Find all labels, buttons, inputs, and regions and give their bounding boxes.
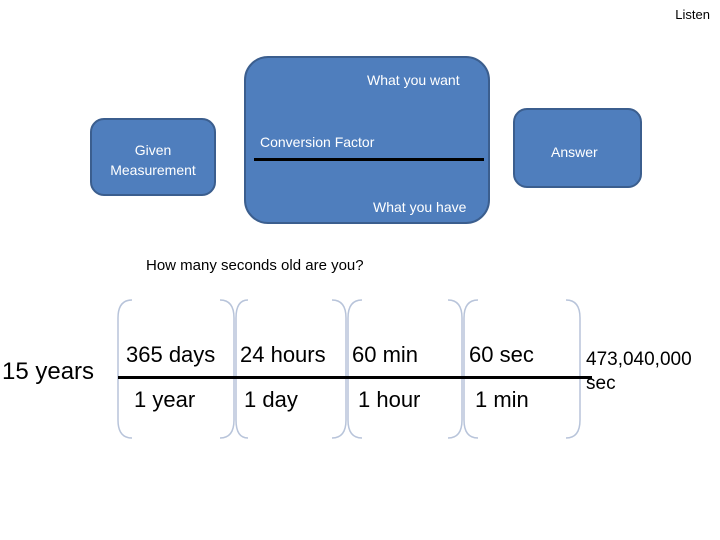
conversion-factor-box: What you want Conversion Factor What you… [244,56,490,224]
bracket-right-1 [219,299,235,439]
bracket-right-3 [447,299,463,439]
calculation-fraction-bar [118,376,592,379]
given-measurement-box: Given Measurement [90,118,216,196]
bracket-right-2 [331,299,347,439]
answer-box: Answer [513,108,642,188]
what-you-have-label: What you have [373,199,467,215]
question-text: How many seconds old are you? [146,257,364,274]
bracket-left-1 [117,299,133,439]
bracket-left-2 [235,299,249,439]
factor-3-denominator: 1 hour [358,387,421,412]
what-you-want-label: What you want [367,72,460,88]
factor-1-numerator: 365 days [126,342,216,367]
bracket-left-3 [347,299,363,439]
listen-button[interactable]: Listen [675,7,710,22]
factor-2-denominator: 1 day [244,387,298,412]
given-value: 15 years [2,358,95,385]
factor-4-numerator: 60 sec [469,342,534,367]
answer-value: 473,040,000 sec [586,349,692,394]
fraction-bar [254,158,484,161]
conversion-factor-label: Conversion Factor [260,134,375,150]
factor-1-denominator: 1 year [134,387,196,412]
factor-3-numerator: 60 min [352,342,419,367]
bracket-right-4 [565,299,581,439]
given-measurement-label: Given Measurement [110,142,196,178]
bracket-left-4 [463,299,479,439]
answer-label: Answer [551,144,598,160]
factor-4-denominator: 1 min [475,387,529,412]
factor-2-numerator: 24 hours [240,342,326,367]
